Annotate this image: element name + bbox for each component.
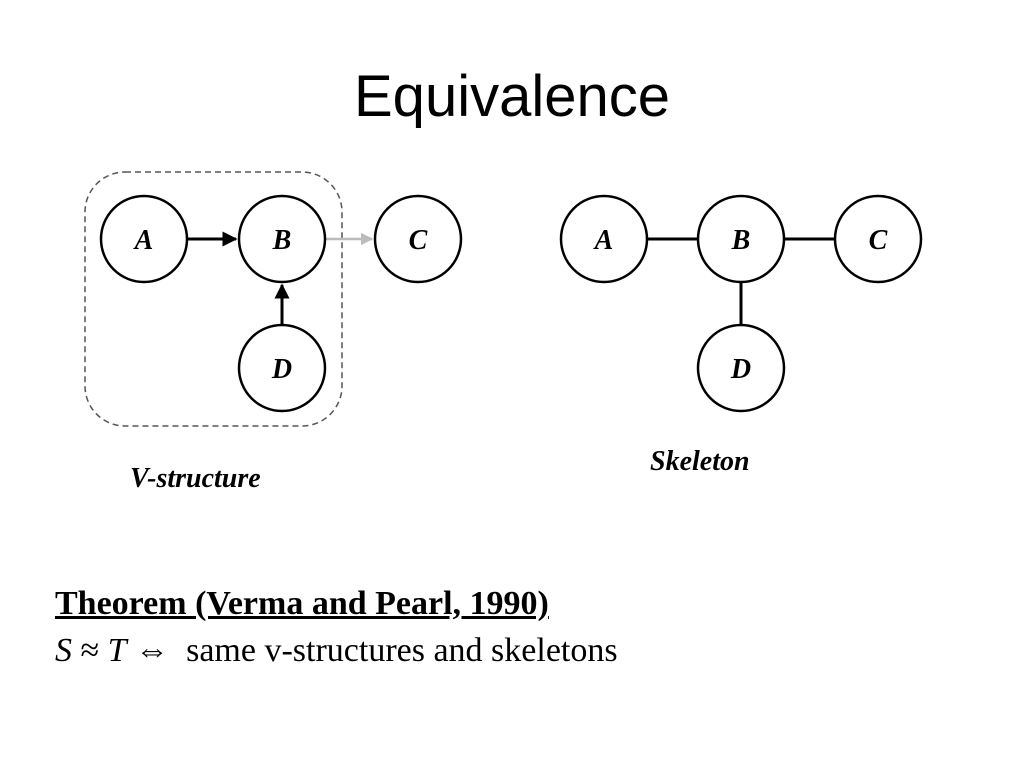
svg-text:C: C (869, 225, 888, 256)
theorem-text: same v-structures and skeletons (186, 632, 618, 669)
right-node-c: C (833, 194, 923, 284)
right-node-a: A (559, 194, 649, 284)
theorem-lhs: S (55, 632, 72, 669)
svg-text:B: B (731, 225, 751, 256)
left-node-c: C (373, 194, 463, 284)
svg-text:B: B (272, 225, 292, 256)
left-node-a: A (99, 194, 189, 284)
slide-title: Equivalence (354, 64, 670, 129)
svg-text:D: D (271, 354, 292, 385)
approx-symbol: ≈ (80, 632, 100, 669)
v-structure-box (84, 171, 343, 427)
svg-text:D: D (730, 354, 751, 385)
right-node-d: D (696, 323, 786, 413)
left-node-b: B (237, 194, 327, 284)
theorem-statement: S ≈ T ⇔ same v-structures and skeletons (55, 630, 618, 672)
svg-text:A: A (593, 225, 614, 256)
v-structure-caption: V-structure (130, 463, 261, 494)
right-node-b: B (696, 194, 786, 284)
left-node-d: D (237, 323, 327, 413)
svg-text:A: A (133, 225, 154, 256)
svg-text:C: C (409, 225, 428, 256)
theorem-rhs: T (107, 632, 127, 669)
iff-symbol: ⇔ (135, 632, 170, 669)
skeleton-caption: Skeleton (650, 446, 750, 477)
theorem-title: Theorem (Verma and Pearl, 1990) (55, 585, 549, 622)
